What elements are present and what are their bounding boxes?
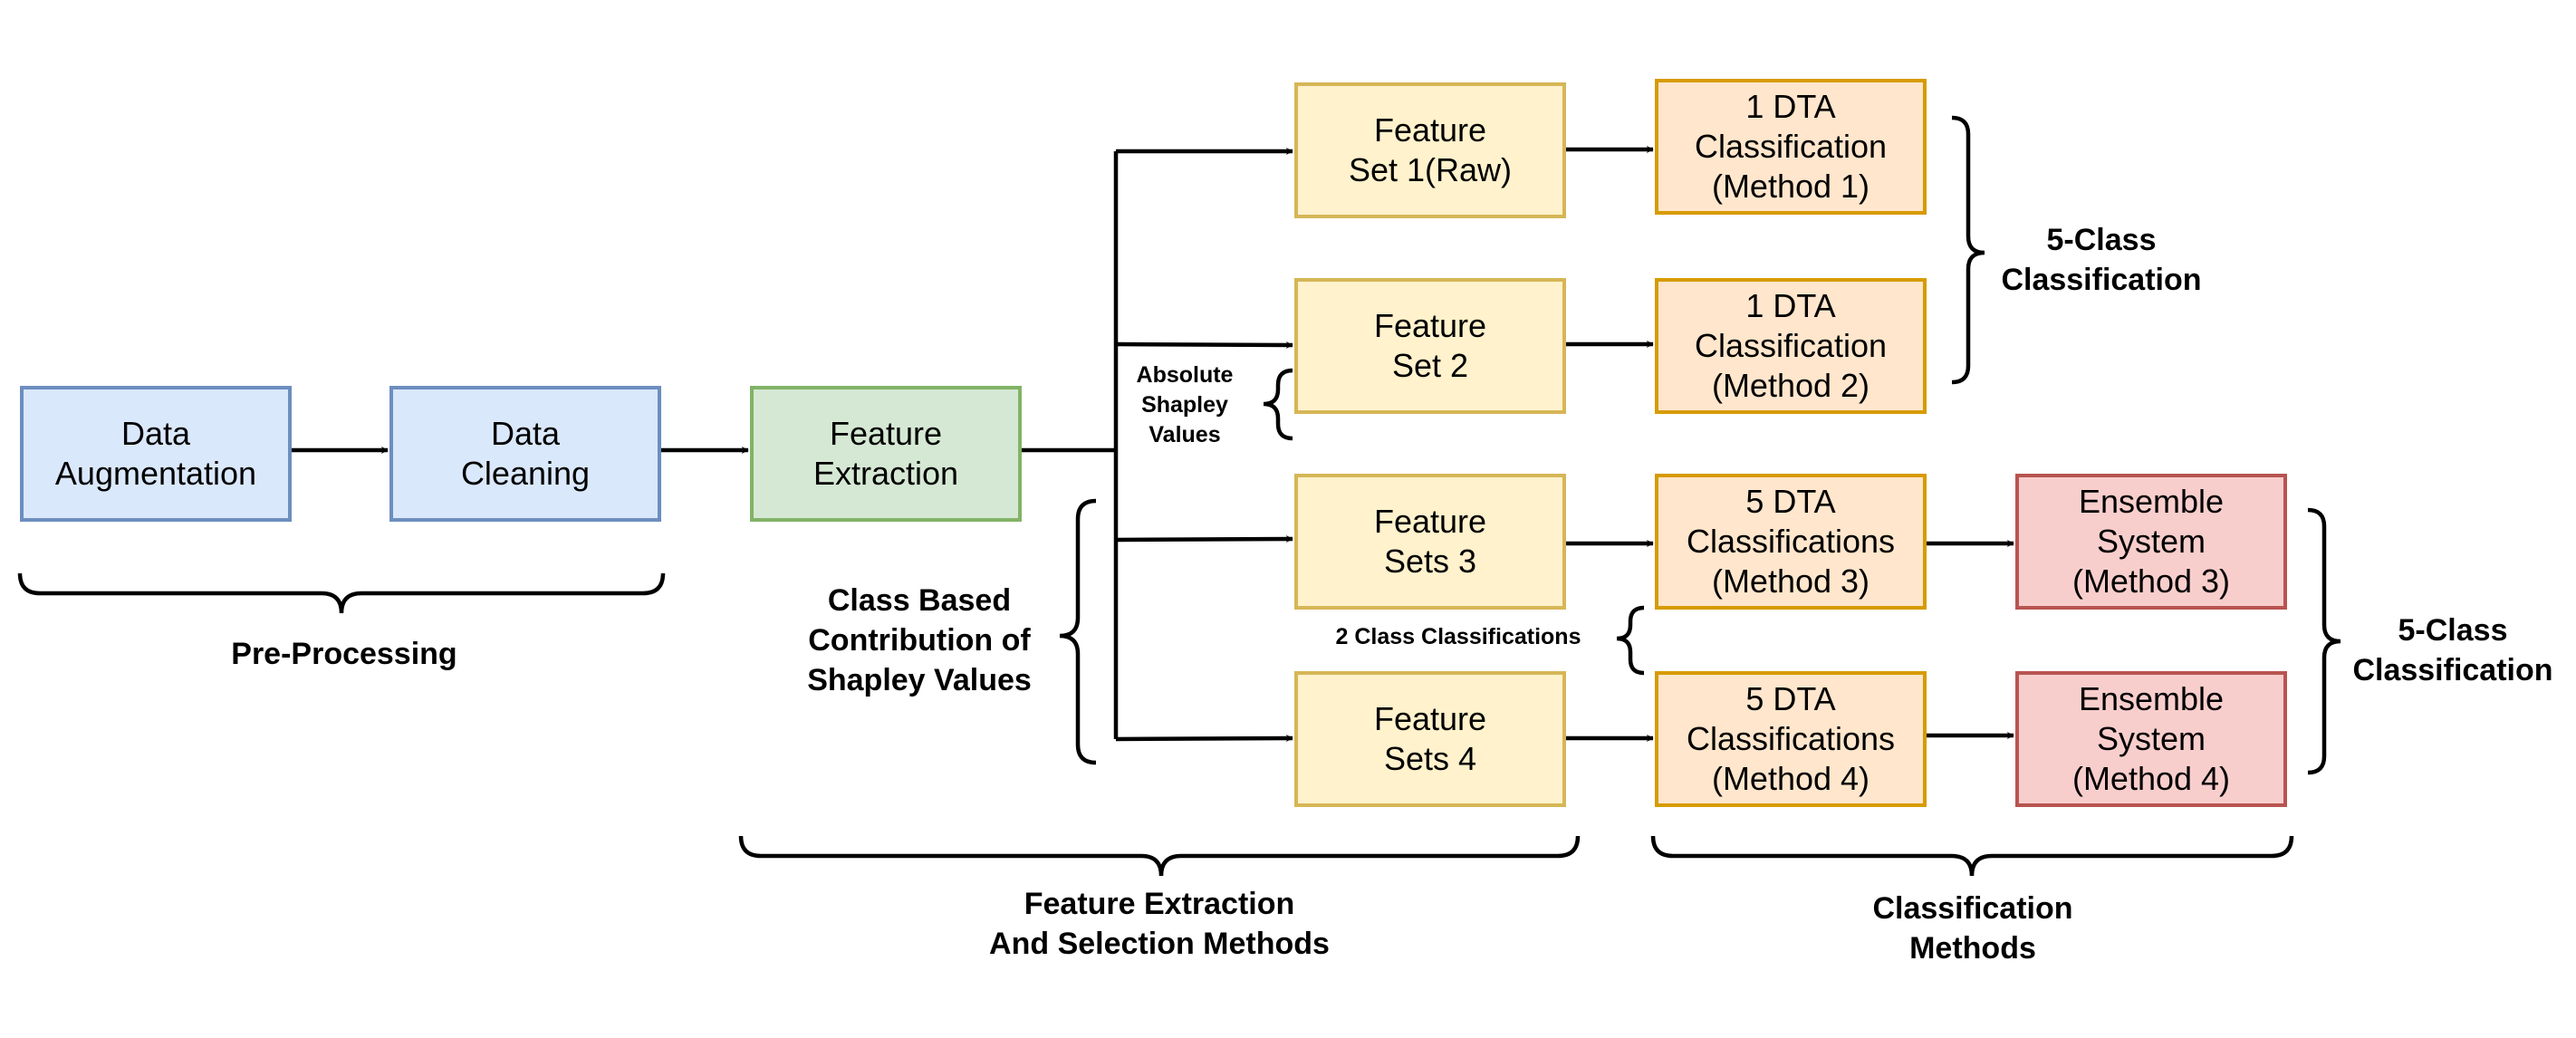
- feature-sets-3-label: Feature Sets 3: [1373, 503, 1487, 580]
- arrow-to-feature-sets-4: [1115, 735, 1293, 743]
- dta-method-3-label: 5 DTA Classifications (Method 3): [1686, 483, 1896, 600]
- brace-feature-methods: [738, 835, 1581, 877]
- dta-method-2-label: 1 DTA Classification (Method 2): [1694, 287, 1888, 404]
- feature-set-2-label: Feature Set 2: [1373, 307, 1487, 384]
- brace-classification-methods: [1650, 835, 2294, 877]
- feature-extraction-box: Feature Extraction: [750, 386, 1022, 522]
- dta-method-1-label: 1 DTA Classification (Method 1): [1694, 88, 1888, 205]
- brace-pre-processing: [17, 572, 666, 614]
- feature-methods-label: Feature Extraction And Selection Methods: [989, 887, 1330, 961]
- arrow-to-feature-set-2: [1115, 341, 1293, 349]
- classification-methods-label: Classification Methods: [1872, 891, 2073, 966]
- ensemble-method-4-label: Ensemble System (Method 4): [2071, 680, 2231, 797]
- feature-set-1-label: Feature Set 1(Raw): [1348, 111, 1513, 188]
- brace-two-class: [1616, 605, 1645, 676]
- dta-method-3-box: 5 DTA Classifications (Method 3): [1655, 474, 1927, 610]
- brace-five-class-bottom: [2307, 507, 2341, 775]
- brace-absolute-shapley: [1263, 368, 1293, 441]
- feature-set-1-box: Feature Set 1(Raw): [1294, 82, 1566, 218]
- class-based-shapley-label: Class Based Contribution of Shapley Valu…: [807, 583, 1032, 697]
- dta-method-4-label: 5 DTA Classifications (Method 4): [1686, 680, 1896, 797]
- five-class-top-label: 5-Class Classification: [2001, 223, 2202, 297]
- dta-method-4-box: 5 DTA Classifications (Method 4): [1655, 671, 1927, 807]
- feature-set-2-box: Feature Set 2: [1294, 278, 1566, 414]
- brace-class-based-shapley: [1059, 498, 1097, 765]
- feature-sets-4-label: Feature Sets 4: [1373, 700, 1487, 777]
- five-class-bottom-label: 5-Class Classification: [2352, 613, 2553, 687]
- feature-extraction-label: Feature Extraction: [812, 415, 959, 492]
- absolute-shapley-label: Absolute Shapley Values: [1136, 362, 1234, 447]
- pre-processing-label: Pre-Processing: [231, 637, 457, 671]
- ensemble-method-3-label: Ensemble System (Method 3): [2071, 483, 2231, 600]
- two-class-label: 2 Class Classifications: [1335, 624, 1581, 649]
- ensemble-method-3-box: Ensemble System (Method 3): [2015, 474, 2287, 610]
- data-augmentation-box: Data Augmentation: [20, 386, 292, 522]
- arrow-to-feature-sets-3: [1115, 535, 1293, 543]
- data-cleaning-label: Data Cleaning: [460, 415, 591, 492]
- dta-method-2-box: 1 DTA Classification (Method 2): [1655, 278, 1927, 414]
- data-augmentation-label: Data Augmentation: [54, 415, 257, 492]
- dta-method-1-box: 1 DTA Classification (Method 1): [1655, 79, 1927, 215]
- feature-sets-3-box: Feature Sets 3: [1294, 474, 1566, 610]
- data-cleaning-box: Data Cleaning: [389, 386, 661, 522]
- ensemble-method-4-box: Ensemble System (Method 4): [2015, 671, 2287, 807]
- brace-five-class-top: [1951, 115, 1985, 385]
- feature-sets-4-box: Feature Sets 4: [1294, 671, 1566, 807]
